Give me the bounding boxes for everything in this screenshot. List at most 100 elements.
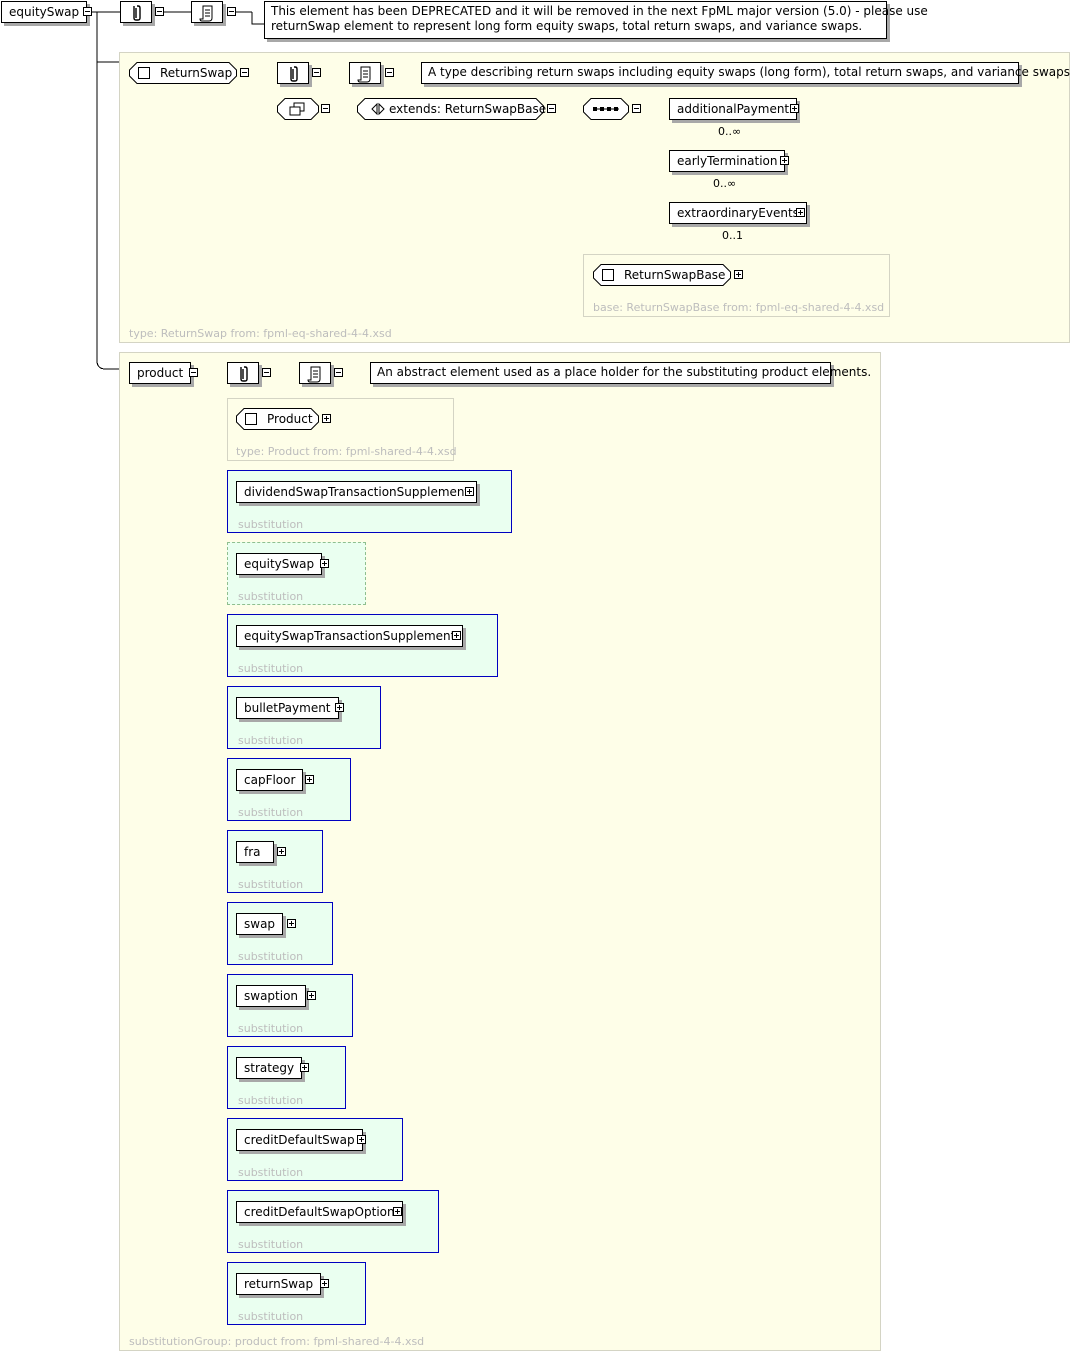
substitution-label: substitution bbox=[238, 590, 304, 603]
substitution-element-label: creditDefaultSwap bbox=[244, 1133, 355, 1147]
substitution-label: substitution bbox=[238, 518, 304, 531]
substitution-card: equitySwapTransactionSupplement substitu… bbox=[227, 614, 498, 677]
element-additionalpayment[interactable]: additionalPayment bbox=[669, 98, 798, 120]
substitution-label: substitution bbox=[238, 950, 304, 963]
sequence-toggle[interactable] bbox=[632, 104, 641, 113]
element-earlytermination[interactable]: earlyTermination bbox=[669, 150, 786, 172]
root-documentation-text: This element has been DEPRECATED and it … bbox=[264, 1, 928, 39]
substitution-expand[interactable] bbox=[393, 1207, 402, 1216]
earlytermination-expand[interactable] bbox=[780, 156, 789, 165]
substitution-element-label: equitySwap bbox=[244, 557, 315, 571]
returnswap-documentation-text: A type describing return swaps including… bbox=[421, 62, 1071, 84]
substitution-label: substitution bbox=[238, 662, 304, 675]
substitution-element-label: creditDefaultSwapOption bbox=[244, 1205, 395, 1219]
substitution-element[interactable]: capFloor bbox=[236, 769, 304, 791]
product-type-expand[interactable] bbox=[322, 414, 331, 423]
extraordinaryevents-occurrence: 0..1 bbox=[722, 229, 743, 242]
substitution-element-label: equitySwapTransactionSupplement bbox=[244, 629, 456, 643]
substitution-card: returnSwap substitution bbox=[227, 1262, 366, 1325]
product-footer: substitutionGroup: product from: fpml-sh… bbox=[129, 1335, 425, 1348]
product-documentation-toggle[interactable] bbox=[334, 368, 343, 377]
substitution-element[interactable]: returnSwap bbox=[236, 1273, 322, 1295]
root-annotation-toggle[interactable] bbox=[155, 7, 164, 16]
extraordinaryevents-expand[interactable] bbox=[796, 208, 805, 217]
product-annotation-icon bbox=[227, 362, 259, 384]
returnswapbase-complex-type[interactable]: ReturnSwapBase bbox=[593, 264, 731, 286]
substitution-expand[interactable] bbox=[277, 847, 286, 856]
sequence-compositor[interactable] bbox=[583, 98, 629, 120]
substitution-element-label: bulletPayment bbox=[244, 701, 331, 715]
substitution-expand[interactable] bbox=[305, 775, 314, 784]
substitution-card: bulletPayment substitution bbox=[227, 686, 381, 749]
substitution-label: substitution bbox=[238, 1022, 304, 1035]
substitution-expand[interactable] bbox=[335, 703, 344, 712]
root-collapse-toggle[interactable] bbox=[83, 7, 92, 16]
root-documentation-icon bbox=[191, 1, 223, 23]
product-documentation-icon bbox=[299, 362, 331, 384]
product-element[interactable]: product bbox=[129, 362, 192, 384]
product-annotation-toggle[interactable] bbox=[262, 368, 271, 377]
substitution-expand[interactable] bbox=[300, 1063, 309, 1072]
substitution-element[interactable]: swaption bbox=[236, 985, 307, 1007]
substitution-expand[interactable] bbox=[452, 631, 461, 640]
substitution-expand[interactable] bbox=[465, 487, 474, 496]
substitution-card: swaption substitution bbox=[227, 974, 353, 1037]
substitution-expand[interactable] bbox=[287, 919, 296, 928]
substitution-element[interactable]: creditDefaultSwap bbox=[236, 1129, 363, 1151]
earlytermination-occurrence: 0..∞ bbox=[713, 177, 737, 190]
returnswap-documentation-icon bbox=[349, 62, 381, 84]
equityswap-root-element[interactable]: equitySwap bbox=[1, 1, 88, 23]
substitution-element[interactable]: equitySwap bbox=[236, 553, 323, 575]
additionalpayment-expand[interactable] bbox=[790, 104, 799, 113]
substitution-element[interactable]: equitySwapTransactionSupplement bbox=[236, 625, 464, 647]
substitution-label: substitution bbox=[238, 1094, 304, 1107]
substitution-label: substitution bbox=[238, 1238, 304, 1251]
returnswapbase-expand[interactable] bbox=[734, 270, 743, 279]
root-doc-line2: returnSwap element to represent long for… bbox=[271, 19, 863, 33]
substitution-expand[interactable] bbox=[307, 991, 316, 1000]
substitution-expand[interactable] bbox=[357, 1135, 366, 1144]
substitution-element[interactable]: creditDefaultSwapOption bbox=[236, 1201, 403, 1223]
extends-returnswapbase-node[interactable]: extends: ReturnSwapBase bbox=[357, 98, 547, 120]
substitution-label: substitution bbox=[238, 1166, 304, 1179]
root-doc-line1: This element has been DEPRECATED and it … bbox=[271, 4, 928, 18]
returnswap-type-checkbox bbox=[138, 67, 150, 79]
substitution-element-label: fra bbox=[244, 845, 261, 859]
substitution-element[interactable]: swap bbox=[236, 913, 284, 935]
returnswapbase-label: ReturnSwapBase bbox=[624, 268, 726, 282]
returnswap-annotation-toggle[interactable] bbox=[312, 68, 321, 77]
returnswapbase-checkbox bbox=[602, 269, 614, 281]
substitution-element-label: dividendSwapTransactionSupplement bbox=[244, 485, 470, 499]
extends-toggle[interactable] bbox=[547, 104, 556, 113]
substitution-element[interactable]: dividendSwapTransactionSupplement bbox=[236, 481, 478, 503]
additionalpayment-label: additionalPayment bbox=[677, 102, 790, 116]
substitution-element-label: returnSwap bbox=[244, 1277, 314, 1291]
product-complex-type[interactable]: Product bbox=[236, 408, 319, 430]
substitution-element[interactable]: strategy bbox=[236, 1057, 303, 1079]
substitution-element[interactable]: bulletPayment bbox=[236, 697, 339, 719]
extends-label: extends: ReturnSwapBase bbox=[389, 102, 547, 116]
returnswap-collapse-toggle[interactable] bbox=[240, 68, 249, 77]
element-extraordinaryevents[interactable]: extraordinaryEvents bbox=[669, 202, 807, 224]
substitution-element[interactable]: fra bbox=[236, 841, 274, 863]
substitution-card: swap substitution bbox=[227, 902, 333, 965]
returnswap-type-footer: type: ReturnSwap from: fpml-eq-shared-4-… bbox=[129, 327, 392, 340]
earlytermination-label: earlyTermination bbox=[677, 154, 778, 168]
substitution-element-label: capFloor bbox=[244, 773, 296, 787]
substitution-card: equitySwap substitution bbox=[227, 542, 366, 605]
extraordinaryevents-label: extraordinaryEvents bbox=[677, 206, 799, 220]
returnswap-complex-type[interactable]: ReturnSwap bbox=[129, 62, 237, 84]
substitution-label: substitution bbox=[238, 806, 304, 819]
complex-content-node[interactable] bbox=[277, 98, 319, 120]
substitution-card: capFloor substitution bbox=[227, 758, 351, 821]
substitution-card: creditDefaultSwapOption substitution bbox=[227, 1190, 439, 1253]
returnswap-documentation-toggle[interactable] bbox=[385, 68, 394, 77]
substitution-label: substitution bbox=[238, 734, 304, 747]
substitution-element-label: swaption bbox=[244, 989, 299, 1003]
substitution-expand[interactable] bbox=[320, 1279, 329, 1288]
root-documentation-toggle[interactable] bbox=[227, 7, 236, 16]
product-collapse-toggle[interactable] bbox=[189, 368, 198, 377]
complex-content-toggle[interactable] bbox=[321, 104, 330, 113]
additionalpayment-occurrence: 0..∞ bbox=[718, 125, 742, 138]
substitution-expand[interactable] bbox=[320, 559, 329, 568]
